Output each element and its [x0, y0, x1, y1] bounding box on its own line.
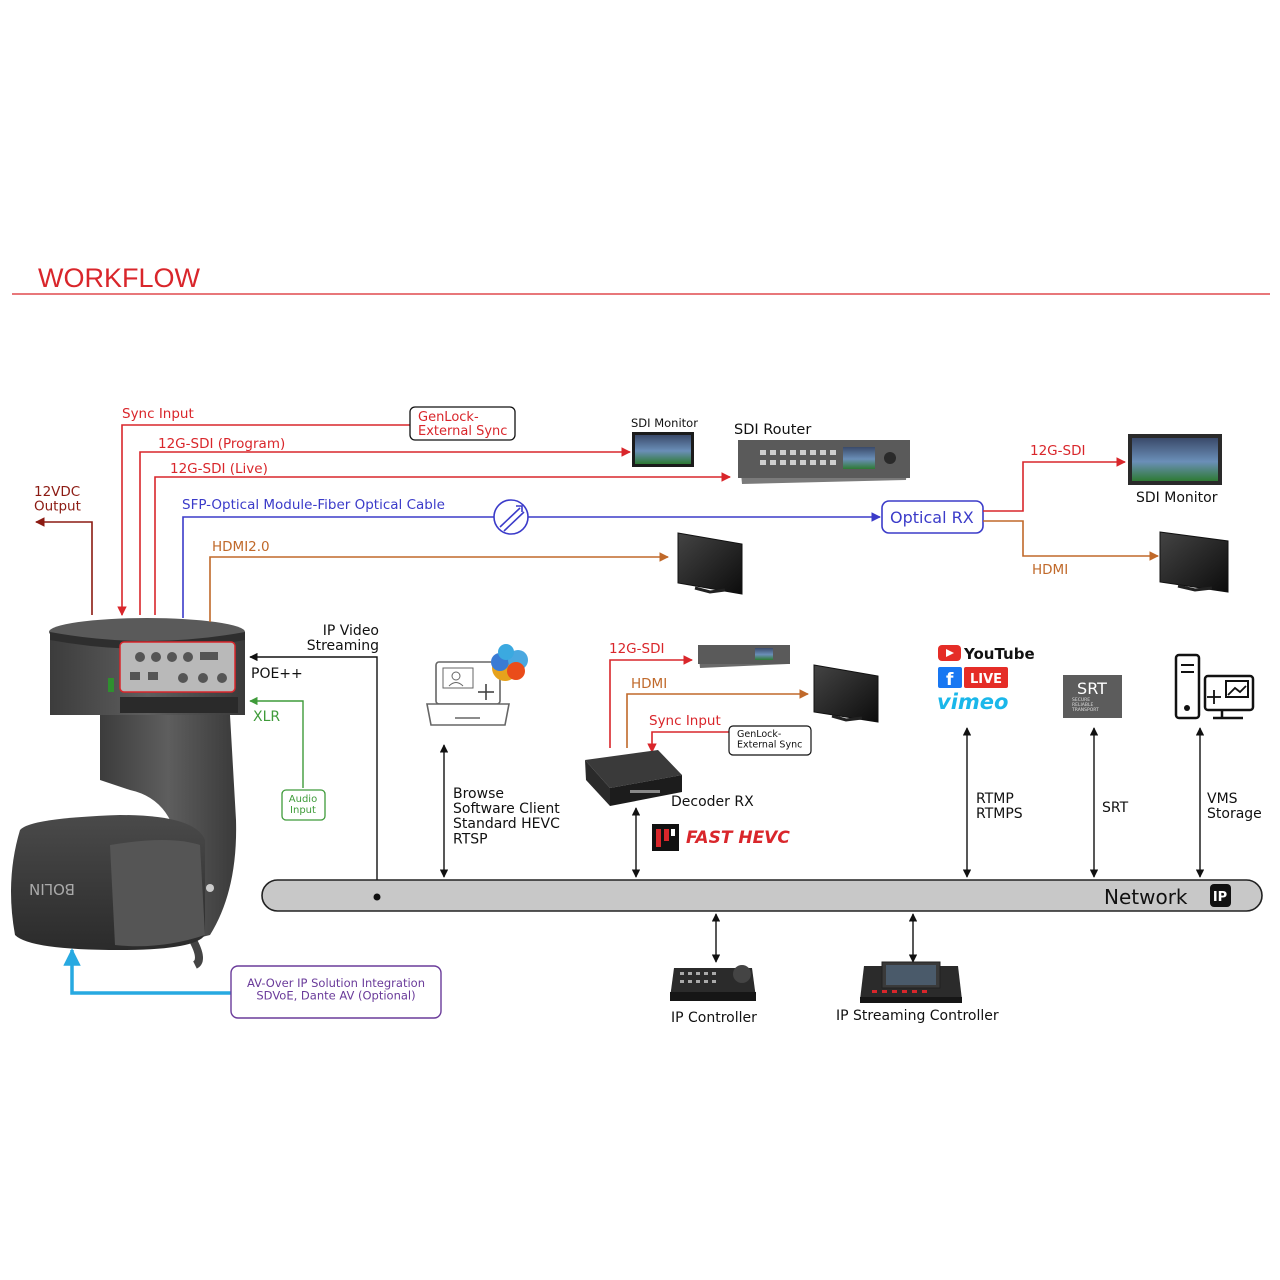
srt-label: SRT	[1102, 800, 1129, 816]
rx-sdi-line	[983, 457, 1126, 512]
ip-controller-device	[670, 965, 756, 1001]
sync-input-label: Sync Input	[122, 406, 194, 422]
decoder-hdmi-label: HDMI	[631, 676, 667, 692]
facebook-logo	[938, 667, 962, 688]
rx-hdmi-label: HDMI	[1032, 562, 1068, 578]
fiber-icon	[493, 499, 529, 535]
sfp-optical-label: SFP-Optical Module-Fiber Optical Cable	[182, 497, 445, 513]
ip-controller-label: IP Controller	[671, 1010, 757, 1026]
network-ip-badge	[1210, 884, 1231, 907]
poe-label: POE++	[251, 666, 303, 682]
camera-brand: BOLIN	[29, 880, 75, 898]
fast-hevc-label: FAST HEVC	[686, 828, 790, 848]
page-title: WORKFLOW	[38, 263, 201, 293]
youtube-logo	[938, 645, 961, 661]
live-badge	[964, 667, 1008, 688]
optical-rx-box	[881, 500, 984, 534]
youtube-label: YouTube	[963, 645, 1035, 663]
fast-hevc-logo	[652, 824, 679, 851]
genlock-box-top	[409, 406, 516, 441]
network-label: Network	[1104, 885, 1188, 909]
sdi-monitor-right	[1128, 434, 1222, 485]
hdmi-monitor-2	[1159, 531, 1229, 593]
sfp-optical-line	[182, 512, 881, 618]
genlock-label-top: GenLock-External Sync	[418, 410, 507, 439]
vimeo-label: vimeo	[937, 690, 1008, 714]
xlr-line	[249, 696, 304, 788]
decoder-sdi-label: 12G-SDI	[609, 641, 664, 657]
sync-input-line	[117, 424, 412, 616]
decoder-rx-device	[585, 750, 682, 806]
power-output-line	[35, 517, 93, 615]
xlr-label: XLR	[253, 709, 280, 725]
hdmi-monitor-1	[677, 532, 743, 595]
decoder-sdi-line	[609, 655, 693, 748]
sdi-router-label: SDI Router	[734, 422, 811, 438]
audio-input-box	[281, 789, 326, 821]
rx-sdi-label: 12G-SDI	[1030, 443, 1085, 459]
network-bus	[261, 879, 1263, 912]
sdi-router-device	[738, 440, 910, 484]
decoder-sync-label: Sync Input	[649, 713, 721, 729]
srt-logo-text: SRT	[1077, 679, 1107, 698]
decoder-hdmi-monitor	[813, 664, 879, 723]
rx-hdmi-line	[983, 520, 1159, 561]
sdi-monitor-right-label: SDI Monitor	[1136, 490, 1218, 506]
decoder-sync-line	[647, 731, 730, 753]
av-over-ip-box	[230, 965, 442, 1019]
facebook-label: f	[946, 670, 954, 690]
hdmi20-line	[209, 552, 669, 622]
decoder-genlock-label: GenLock-External Sync	[737, 729, 802, 750]
decoder-hdmi-line	[626, 689, 809, 748]
sdi-monitor-small	[632, 432, 694, 467]
av-over-ip-line	[63, 948, 232, 995]
sdi-monitor-small-label: SDI Monitor	[631, 416, 698, 430]
sdi-program-label: 12G-SDI (Program)	[158, 436, 285, 452]
sdi-live-line	[154, 472, 731, 615]
hdmi20-label: HDMI2.0	[212, 539, 270, 555]
decoder-genlock-box	[728, 725, 812, 756]
vms-storage-icon	[1174, 653, 1255, 720]
sdi-program-line	[139, 447, 631, 615]
optical-rx-label: Optical RX	[890, 508, 974, 527]
decoder-rx-label: Decoder RX	[671, 794, 754, 810]
ip-video-line	[249, 652, 378, 897]
srt-logo	[1063, 675, 1122, 718]
browser-icons	[491, 644, 528, 681]
network-ip-badge-text: IP	[1213, 890, 1227, 905]
live-label: LIVE	[970, 672, 1002, 687]
ip-streaming-controller-device	[860, 961, 962, 1003]
ip-streaming-controller-label: IP Streaming Controller	[836, 1008, 999, 1024]
connector-panel	[119, 641, 236, 693]
decoder-router-device	[698, 645, 790, 668]
ptz-camera: BOLIN	[11, 618, 245, 969]
sdi-live-label: 12G-SDI (Live)	[170, 461, 268, 477]
laptop-icon	[426, 661, 510, 726]
